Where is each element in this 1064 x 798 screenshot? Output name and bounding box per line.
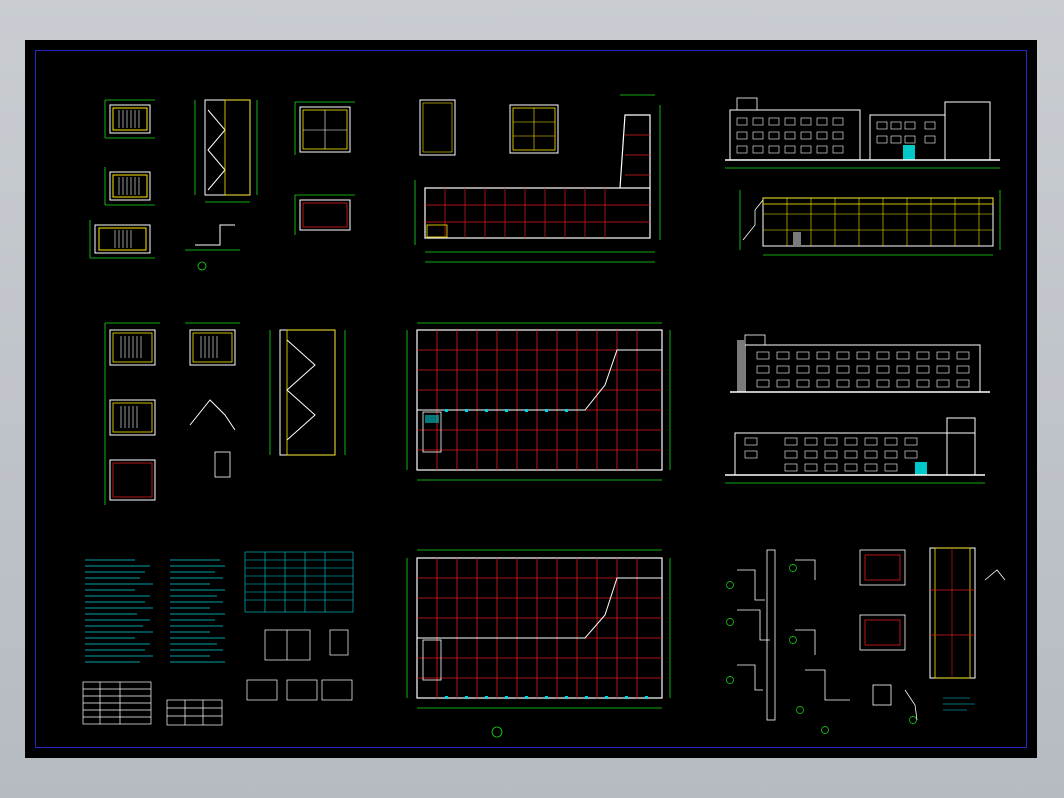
plan-center-middle <box>406 322 671 481</box>
toilet-plan-1 <box>294 101 355 155</box>
plan-center-bottom <box>406 549 671 738</box>
toilet-plan-2 <box>294 194 355 235</box>
wall-details <box>726 547 1006 734</box>
drawing-sheet <box>25 40 1037 758</box>
design-notes <box>82 551 354 726</box>
elevation-top-2 <box>739 190 1001 256</box>
elevation-top-1 <box>725 97 1000 169</box>
north-arrow-icon <box>491 726 503 738</box>
plan-top-center <box>414 94 661 263</box>
stair-section-2 <box>269 329 346 456</box>
drawing-frame <box>35 50 1027 748</box>
stair-section-1 <box>194 99 258 203</box>
section-detail <box>929 547 1006 679</box>
drawing-canvas <box>82 94 1006 738</box>
stair-plan-3 <box>89 220 155 259</box>
stair-detail-group-top <box>89 99 355 271</box>
wall-detail-1 <box>185 224 240 271</box>
stair-plan-1 <box>104 99 155 139</box>
elevation-mid-2 <box>725 417 985 484</box>
stair-plan-2 <box>104 167 155 206</box>
elevation-mid-1 <box>730 334 990 393</box>
stair-detail-group-mid <box>104 322 346 505</box>
